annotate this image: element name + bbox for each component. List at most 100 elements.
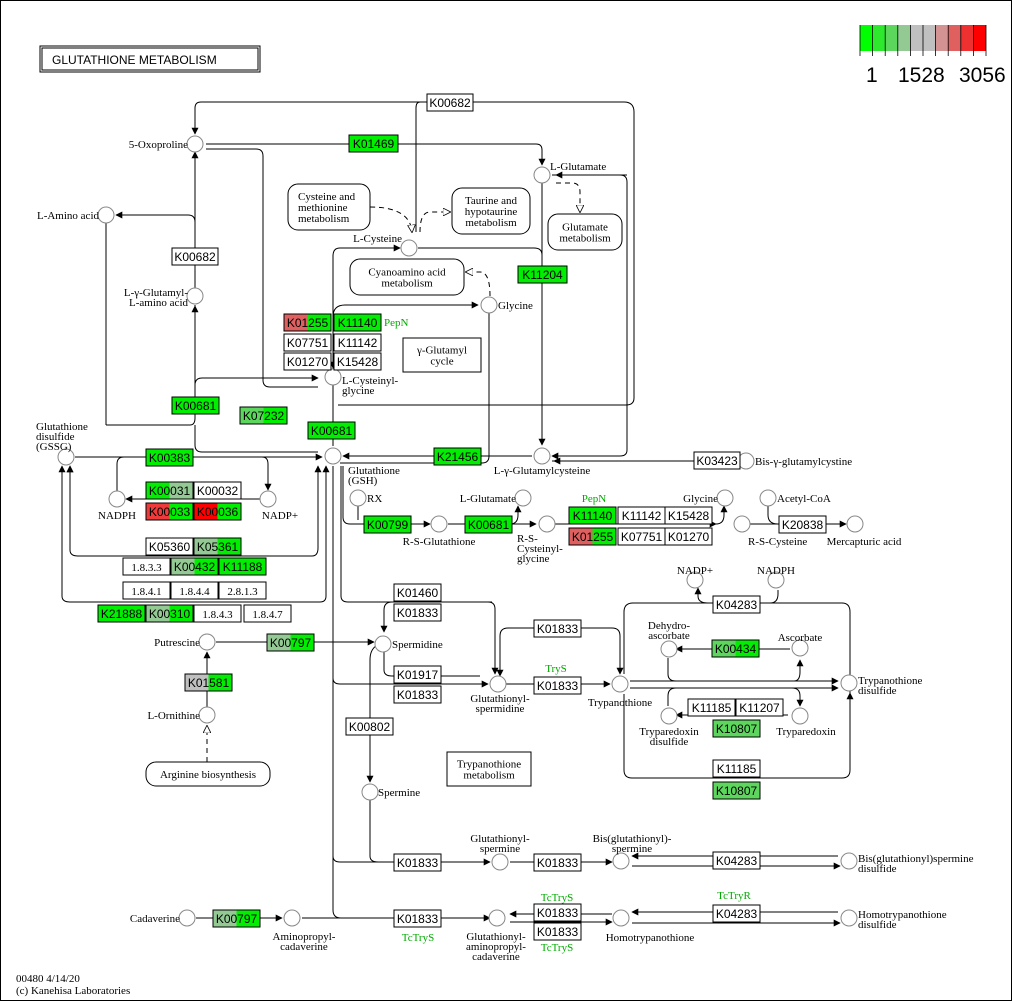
compound-node[interactable] bbox=[283, 909, 301, 927]
gene-box-k05360[interactable]: K05360 bbox=[145, 537, 194, 556]
compound-node[interactable] bbox=[840, 674, 858, 692]
compound-bis-glutathionyl-spermine[interactable]: Bis(glutathionyl)-spermine bbox=[593, 833, 672, 870]
compound-node[interactable] bbox=[198, 633, 216, 651]
compound-node[interactable] bbox=[533, 166, 551, 184]
compound-node[interactable] bbox=[538, 515, 556, 533]
gene-box-k11207[interactable]: K11207 bbox=[735, 698, 784, 717]
compound-node[interactable] bbox=[488, 909, 506, 927]
compound-l-glutamate-top[interactable]: L-Glutamate bbox=[533, 161, 606, 184]
gene-box-k00681[interactable]: K00681 bbox=[307, 421, 356, 440]
gene-box-k11185[interactable]: K11185 bbox=[712, 759, 761, 778]
compound-spermine[interactable]: Spermine bbox=[361, 783, 420, 801]
compound-bis-glutamylcystine[interactable]: Bis-γ-glutamylcystine bbox=[737, 452, 852, 470]
compound-nadph-left[interactable]: NADPH bbox=[98, 490, 136, 522]
gene-box-k11188[interactable]: K11188 bbox=[218, 557, 267, 576]
compound-cysteinylglycine[interactable]: L-Cysteinyl-glycine bbox=[324, 368, 399, 397]
gene-box-k00033[interactable]: K00033 bbox=[145, 502, 194, 521]
gene-box-k01460[interactable]: K01460 bbox=[393, 583, 442, 602]
compound-node[interactable] bbox=[400, 239, 418, 257]
gene-box-k21888[interactable]: K21888 bbox=[97, 604, 146, 623]
gene-box-k04283[interactable]: K04283 bbox=[712, 904, 761, 923]
gene-box-k00032[interactable]: K00032 bbox=[193, 481, 242, 500]
compound-acetyl-coa[interactable]: Acetyl-CoA bbox=[759, 489, 831, 507]
compound-glutathionyl-aminopropyl-cadaverine[interactable]: Glutathionyl-aminopropyl-cadaverine bbox=[466, 909, 526, 963]
gene-box-k01833[interactable]: K01833 bbox=[533, 676, 582, 695]
compound-node[interactable] bbox=[791, 639, 809, 657]
gene-box-k01270[interactable]: K01270 bbox=[283, 352, 332, 371]
gene-box-k07751[interactable]: K07751 bbox=[617, 527, 666, 546]
gene-box-k10807[interactable]: K10807 bbox=[712, 719, 761, 738]
gene-box-k04283[interactable]: K04283 bbox=[712, 851, 761, 870]
compound-node[interactable] bbox=[767, 571, 785, 589]
compound-glycine-mid[interactable]: Glycine bbox=[683, 489, 734, 507]
gene-box-k10807[interactable]: K10807 bbox=[712, 781, 761, 800]
compound-glutathionyl-spermine[interactable]: Glutathionyl-spermine bbox=[470, 833, 530, 871]
compound-aminopropyl-cadaverine[interactable]: Aminopropyl-cadaverine bbox=[273, 909, 336, 953]
compound-glutamylcysteine[interactable]: L-γ-Glutamylcysteine bbox=[494, 447, 591, 477]
gene-box-1.8.4.3[interactable]: 1.8.4.3 bbox=[193, 604, 242, 623]
gene-box-1.8.4.7[interactable]: 1.8.4.7 bbox=[243, 604, 292, 623]
compound-node[interactable] bbox=[324, 447, 342, 465]
compound-nadp-right[interactable]: NADP+ bbox=[677, 565, 713, 589]
compound-nadp-left[interactable]: NADP+ bbox=[259, 490, 298, 522]
gene-box-k03423[interactable]: K03423 bbox=[693, 451, 741, 470]
compound-node[interactable] bbox=[612, 909, 630, 927]
gene-box-k11140[interactable]: K11140 bbox=[568, 506, 617, 525]
compound-glutathionyl-spermidine[interactable]: Glutathionyl-spermidine bbox=[470, 675, 530, 715]
compound-node[interactable] bbox=[259, 490, 277, 508]
gene-box-k00432[interactable]: K00432 bbox=[170, 557, 219, 576]
compound-cadaverine[interactable]: Cadaverine bbox=[130, 909, 196, 927]
gene-box-k01833[interactable]: K01833 bbox=[533, 619, 582, 638]
compound-node[interactable] bbox=[791, 707, 809, 725]
compound-l-ornithine[interactable]: L-Ornithine bbox=[147, 706, 216, 724]
compound-node[interactable] bbox=[686, 571, 704, 589]
gene-box-k07751[interactable]: K07751 bbox=[283, 333, 332, 352]
compound-node[interactable] bbox=[480, 296, 498, 314]
gene-box-k11142[interactable]: K11142 bbox=[333, 333, 382, 352]
gene-box-k00802[interactable]: K00802 bbox=[345, 717, 394, 736]
compound-r-s-cysteinylglycine[interactable]: R-S-Cysteinyl-glycine bbox=[517, 515, 563, 565]
compound-l-amino-acid[interactable]: L-Amino acid bbox=[37, 206, 115, 224]
compound-node[interactable] bbox=[514, 489, 532, 507]
gene-box-k01917[interactable]: K01917 bbox=[393, 665, 442, 684]
gene-box-k00682[interactable]: K00682 bbox=[426, 93, 474, 112]
gene-box-k11185[interactable]: K11185 bbox=[687, 698, 736, 717]
gene-box-k01255[interactable]: K01255 bbox=[568, 527, 617, 546]
compound-l-glutamate-mid[interactable]: L-Glutamate bbox=[460, 489, 532, 507]
compound-node[interactable] bbox=[840, 909, 858, 927]
compound-node[interactable] bbox=[846, 515, 864, 533]
compound-node[interactable] bbox=[349, 489, 367, 507]
gene-box-k00383[interactable]: K00383 bbox=[145, 448, 194, 467]
compound-glutamyl-amino-acid[interactable]: L-γ-Glutamyl-L-amino acid bbox=[124, 287, 204, 309]
compound-node[interactable] bbox=[491, 853, 509, 871]
compound-putrescine[interactable]: Putrescine bbox=[154, 633, 216, 651]
gene-box-k01833[interactable]: K01833 bbox=[393, 853, 442, 872]
gene-box-k00434[interactable]: K00434 bbox=[711, 639, 760, 658]
gene-box-k01833[interactable]: K01833 bbox=[533, 922, 582, 941]
map-link-arginine[interactable]: Arginine biosynthesis bbox=[145, 761, 271, 787]
compound-trypanothione[interactable]: Trypanothione bbox=[588, 675, 652, 709]
compound-node[interactable] bbox=[716, 489, 734, 507]
compound-node[interactable] bbox=[361, 783, 379, 801]
compound-node[interactable] bbox=[612, 852, 630, 870]
compound-node[interactable] bbox=[840, 852, 858, 870]
gene-box-2.8.1.3[interactable]: 2.8.1.3 bbox=[218, 581, 267, 600]
gene-box-k00310[interactable]: K00310 bbox=[145, 604, 194, 623]
gene-box-k01833[interactable]: K01833 bbox=[533, 853, 582, 872]
compound-node[interactable] bbox=[489, 675, 507, 693]
compound-node[interactable] bbox=[198, 706, 216, 724]
compound-node[interactable] bbox=[660, 640, 678, 658]
gene-box-1.8.4.4[interactable]: 1.8.4.4 bbox=[170, 581, 219, 600]
gene-box-1.8.4.1[interactable]: 1.8.4.1 bbox=[122, 581, 171, 600]
compound-glycine-top[interactable]: Glycine bbox=[480, 296, 533, 314]
gene-box-k00797[interactable]: K00797 bbox=[212, 909, 261, 928]
compound-gsh[interactable]: Glutathione(GSH) bbox=[324, 447, 400, 487]
compound-dehydroascorbate[interactable]: Dehydro-ascorbate bbox=[648, 620, 690, 658]
compound-tryparedoxin[interactable]: Tryparedoxin bbox=[776, 707, 836, 738]
gene-box-k01833[interactable]: K01833 bbox=[393, 685, 442, 704]
gene-box-k01469[interactable]: K01469 bbox=[348, 134, 399, 153]
